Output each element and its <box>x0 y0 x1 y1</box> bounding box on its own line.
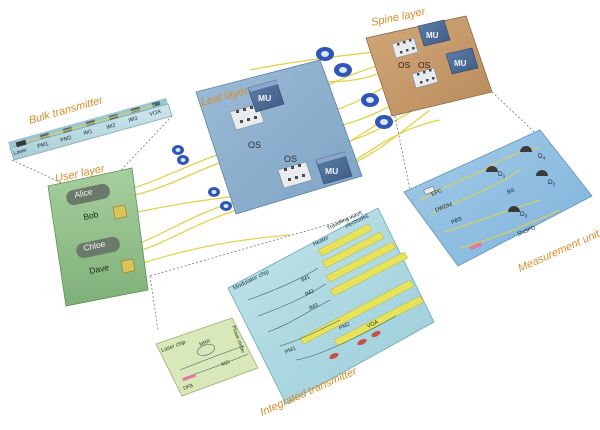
fiber-coils-middle <box>316 47 393 129</box>
bulk-label-pm1: PM1 <box>37 141 50 150</box>
fiber-coil <box>220 201 232 211</box>
fiber-coil <box>208 187 220 197</box>
measurement-fibers <box>419 147 561 249</box>
alice-label: Alice <box>73 186 93 200</box>
label-pm1: PM1 <box>284 345 297 355</box>
bob-chip <box>112 204 128 220</box>
spine-os-lower-label: OS <box>418 60 431 70</box>
epc-block <box>423 186 436 195</box>
bob-label: Bob <box>82 209 99 222</box>
label-voa: VOA <box>366 319 379 330</box>
leaf-switch-lower <box>277 161 313 189</box>
alice-node <box>66 183 110 206</box>
dfb-laser-block <box>182 373 197 382</box>
user-callout-line-b <box>149 211 373 277</box>
detector-d4-label: D4 <box>538 153 546 161</box>
leaf-os-upper-label: OS <box>248 140 261 150</box>
label-pm2: PM2 <box>338 321 351 331</box>
detector-d4 <box>520 146 532 152</box>
bulk-callout-line-b <box>109 115 173 183</box>
detector-d2-label: D2 <box>548 179 556 187</box>
electrode-bars <box>299 223 425 347</box>
label-mrr: MRR <box>199 338 212 348</box>
fiber-coil <box>375 115 393 129</box>
voa-elements <box>329 330 381 360</box>
fiber-coil <box>334 63 352 77</box>
leaf-mu-lower-label: MU <box>325 166 338 176</box>
measurement-unit-title: Measurement unit <box>516 228 600 275</box>
detector-d2 <box>536 170 548 176</box>
bulk-label-pm2: PM2 <box>60 135 73 144</box>
spine-switch-upper <box>391 37 419 59</box>
leaf-mu-lower <box>315 151 353 185</box>
label-mzi: MZI <box>221 359 231 368</box>
chloe-node <box>76 236 120 259</box>
fiber-coil <box>316 47 334 61</box>
detector-labels: D1 D4 D2 D3 <box>498 153 556 219</box>
measurement-unit: D1 D4 D2 D3 EPC DWDM PBS BS SNSPD Measur… <box>403 129 600 275</box>
spine-switch-lower <box>411 67 439 89</box>
detector-d1 <box>486 166 498 172</box>
bulk-label-im2: IM2 <box>106 123 116 131</box>
label-dfb: DFB <box>183 383 195 392</box>
dave-chip <box>120 258 136 274</box>
detector-d1-label: D1 <box>498 171 506 179</box>
spine-mu-upper <box>417 19 451 47</box>
pink-filter-block <box>469 241 483 251</box>
bulk-label-laser: Laser <box>13 147 28 157</box>
measurement-detectors <box>486 146 548 212</box>
user-layer: User layer Alice Bob Chloe Dave <box>47 162 149 307</box>
label-im2: IM2 <box>304 288 315 297</box>
modulator-chip-panel <box>227 207 435 405</box>
chloe-label: Chloe <box>82 239 106 253</box>
detector-d3 <box>508 206 520 212</box>
label-im3: IM3 <box>308 302 319 311</box>
spine-layer: Spine layer OS MU OS MU <box>365 5 493 117</box>
bulk-component-labels: Laser PM1 PM2 IM1 IM2 IM3 VOA <box>13 109 162 157</box>
bulk-label-im3: IM3 <box>128 116 138 124</box>
spine-mu-lower-label: MU <box>454 59 467 68</box>
label-epc: EPC <box>431 188 444 198</box>
spine-callout-line-a <box>394 115 411 191</box>
bulk-fiber <box>25 104 156 143</box>
fiber-coil <box>177 155 189 165</box>
spine-mu-upper-label: MU <box>426 31 439 40</box>
leaf-layer-panel <box>195 59 363 215</box>
laser-chip-panel <box>155 317 259 397</box>
leaf-mu-upper-label: MU <box>258 93 271 103</box>
bulk-transmitter: Laser PM1 PM2 IM1 IM2 IM3 VOA Bulk trans… <box>8 94 173 161</box>
leaf-mu-upper <box>247 79 285 113</box>
fiber-coil <box>361 93 379 107</box>
label-bs: BS <box>507 187 516 195</box>
label-pbs: PBS <box>451 216 464 226</box>
integrated-transmitter: Modulator chip Travelling wave electrode… <box>155 207 435 419</box>
leaf-os-lower-label: OS <box>284 154 297 164</box>
bulk-label-voa: VOA <box>149 109 162 118</box>
label-im1: IM1 <box>300 274 311 283</box>
detector-d3-label: D3 <box>520 211 528 219</box>
user-callout-line-a <box>149 275 159 331</box>
fiber-coil <box>172 145 184 155</box>
dave-label: Dave <box>88 262 110 276</box>
spine-os-upper-label: OS <box>398 60 411 70</box>
waveguides <box>247 267 397 361</box>
spine-mu-lower <box>445 47 479 75</box>
bulk-label-im1: IM1 <box>83 129 93 137</box>
spine-layer-title: Spine layer <box>370 5 428 28</box>
leaf-layer: Leaf layer OS MU OS MU <box>195 59 363 215</box>
bulk-components <box>15 100 161 148</box>
fiber-coils-left <box>172 145 232 211</box>
measurement-unit-panel <box>403 129 593 267</box>
laser-block <box>15 139 27 148</box>
